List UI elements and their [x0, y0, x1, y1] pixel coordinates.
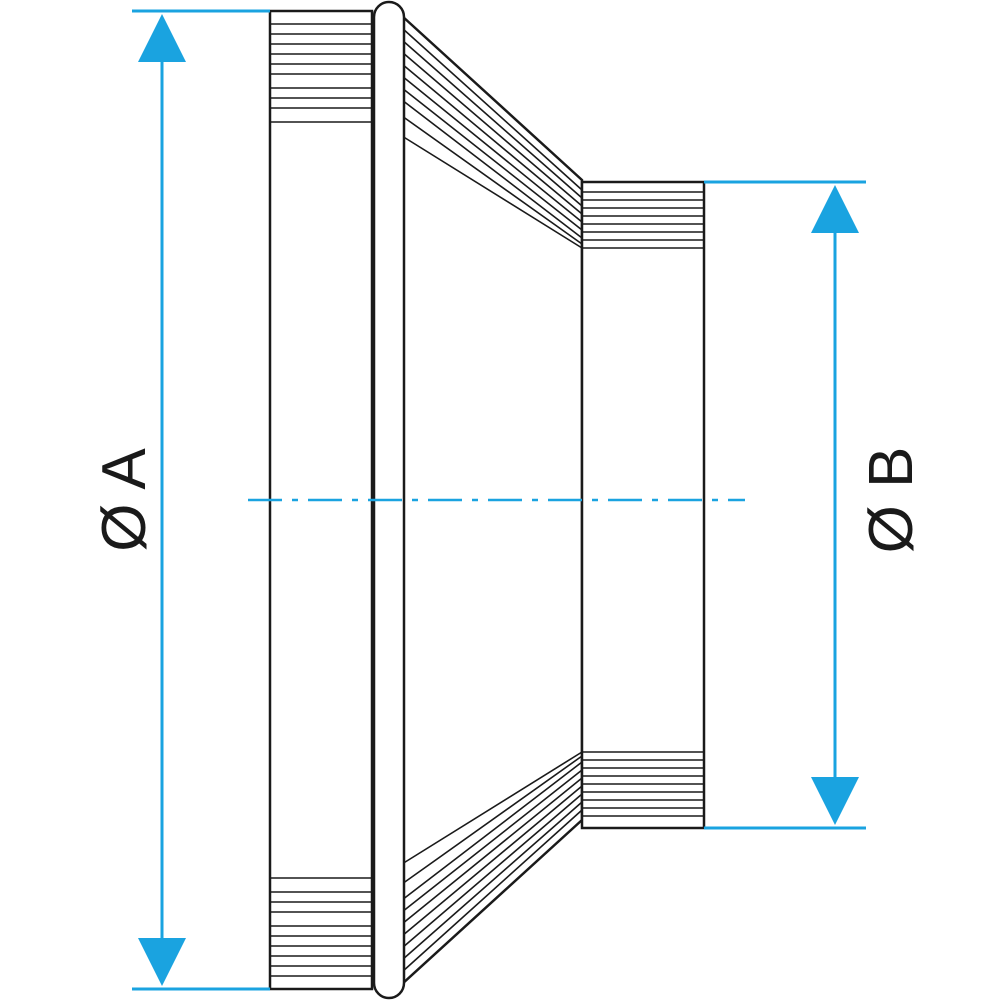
dimension-a-label: Ø A [90, 448, 159, 552]
dimension-b-label: Ø B [857, 447, 926, 554]
dimension-b: Ø B [704, 180, 926, 830]
small-ferrule-bottom-ribs [582, 751, 704, 817]
small-ferrule-body [580, 180, 706, 830]
small-ferrule [580, 180, 706, 830]
cone-bottom-bevel [401, 751, 583, 973]
cone-top-bevel [401, 27, 583, 249]
dimension-b-arrow-top [811, 185, 859, 233]
large-flange-top-ribs [270, 23, 372, 123]
large-flange-bottom-ribs [270, 877, 372, 977]
small-ferrule-top-ribs [582, 191, 704, 249]
dimension-a-arrow-bottom [138, 938, 186, 986]
dimension-b-arrow-bottom [811, 777, 859, 825]
dimension-a-arrow-top [138, 14, 186, 62]
dimension-a: Ø A [90, 9, 270, 991]
